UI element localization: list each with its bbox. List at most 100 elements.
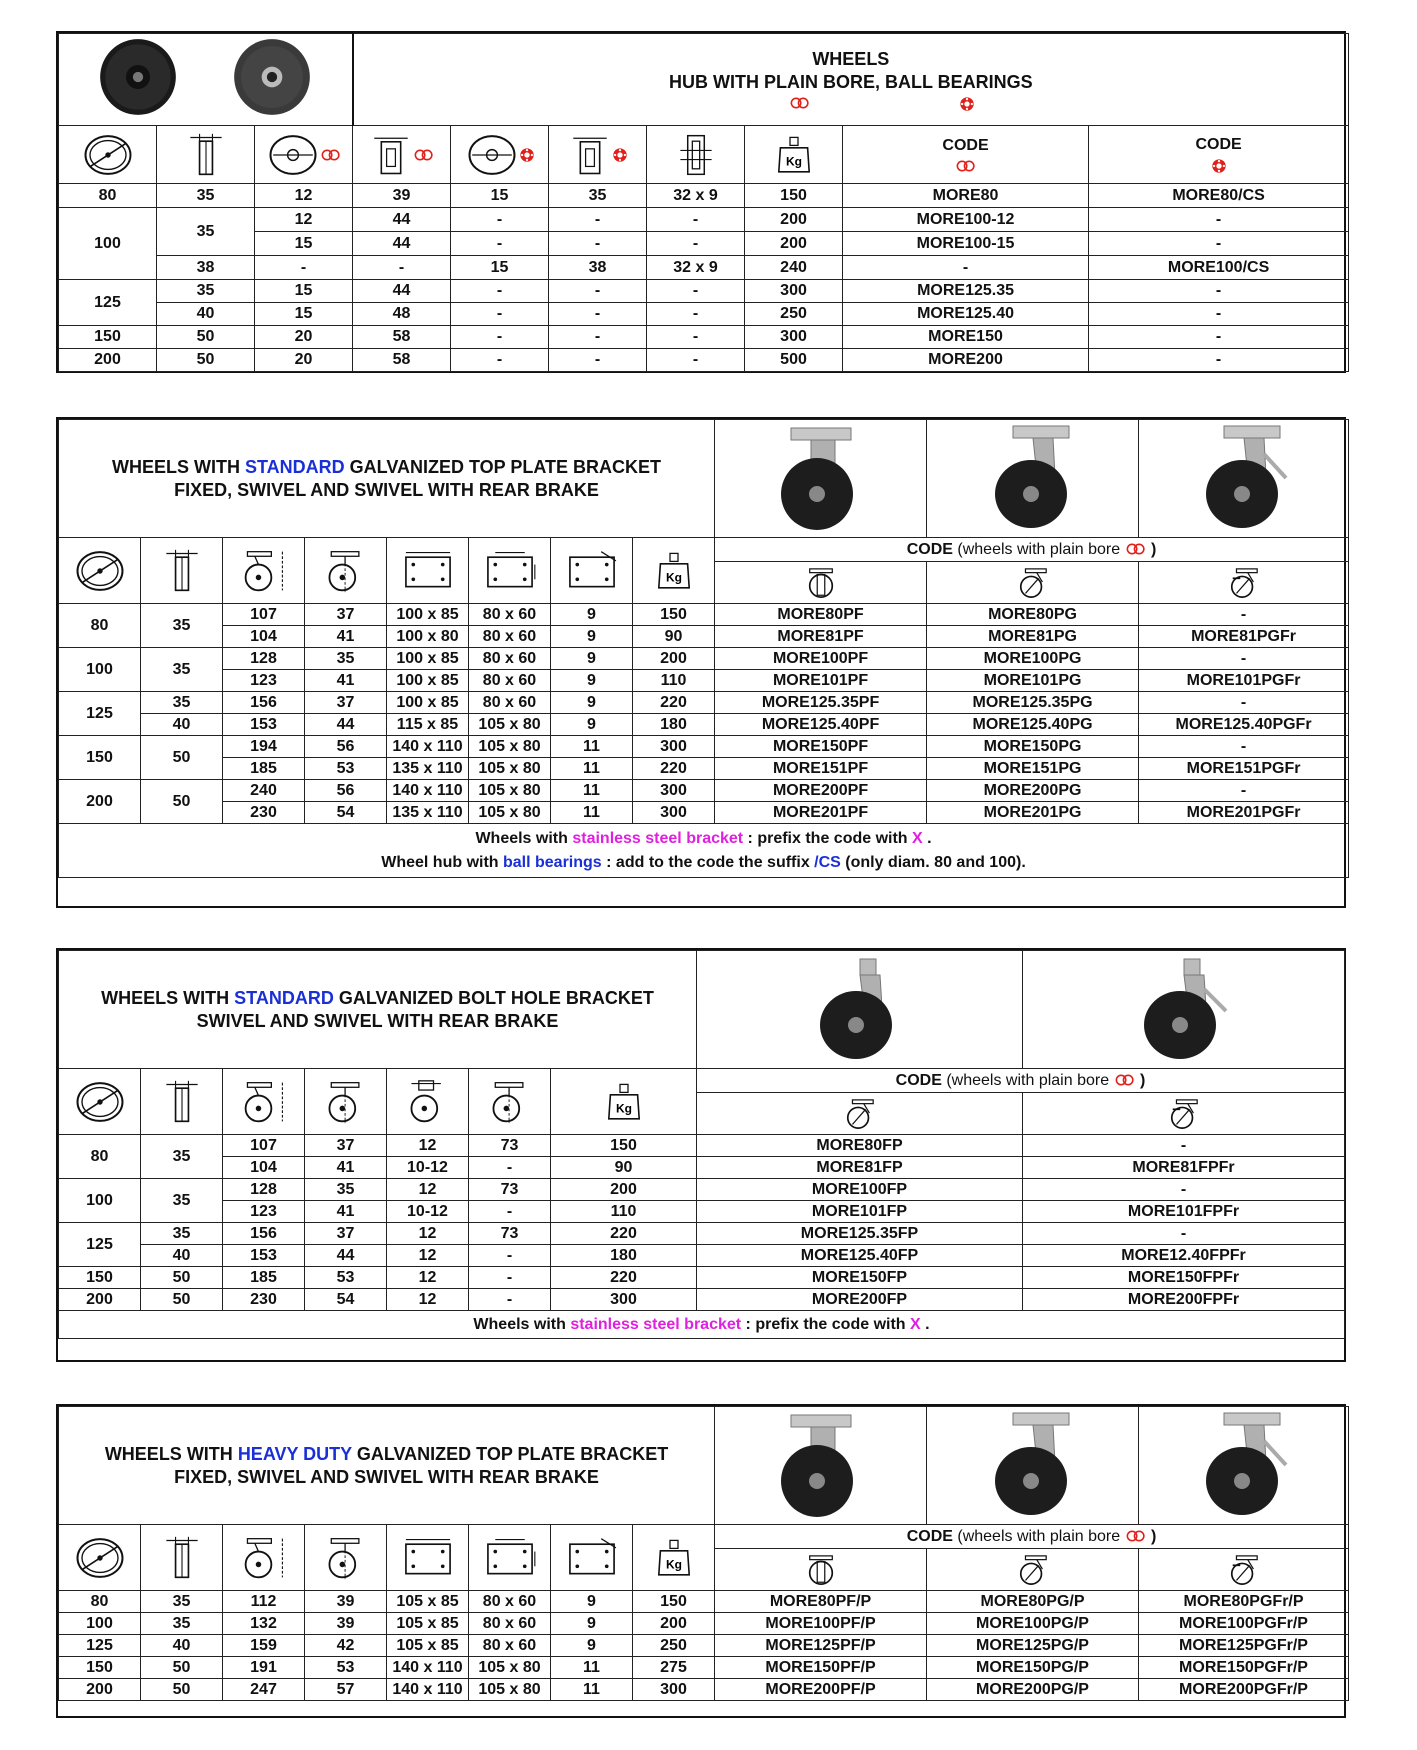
cell: 38 (548, 255, 648, 280)
cell: 125 (58, 1634, 141, 1657)
section-title: WHEELS HUB WITH PLAIN BORE, BALL BEARING… (352, 33, 1350, 126)
cell: 200 (58, 1288, 141, 1311)
cell: 80 x 60 (468, 1612, 551, 1635)
cell: 44 (304, 713, 387, 736)
hole-spacing-icon (468, 537, 551, 604)
cell: 105 x 80 (468, 801, 551, 824)
section-title: WHEELS WITH HEAVY DUTY GALVANIZED TOP PL… (57, 1406, 716, 1525)
cell: 100 x 85 (386, 691, 469, 714)
cell: 150 (550, 1134, 697, 1157)
cell: 54 (304, 801, 387, 824)
cell: 140 x 110 (386, 1656, 469, 1679)
cell: MORE81PF (714, 625, 928, 648)
cell: 10-12 (386, 1156, 469, 1179)
cell: MORE80PGFr/P (1138, 1590, 1350, 1613)
cell: 20 (253, 348, 354, 372)
cell: 125 (58, 691, 141, 736)
cell: 80 (58, 183, 157, 208)
cell: - (450, 348, 550, 372)
cell: 105 x 85 (386, 1612, 469, 1635)
cell: 90 (550, 1156, 697, 1179)
diameter-icon (58, 125, 157, 184)
cell: MORE150 (842, 325, 1090, 349)
cell: MORE150PG (926, 735, 1140, 758)
offset-icon (304, 537, 387, 604)
plate-size-icon (386, 1524, 469, 1591)
code-header: CODE (wheels with plain bore ) (696, 1068, 1345, 1093)
cell: 80 x 60 (468, 647, 551, 670)
note-highlight: /CS (814, 853, 841, 871)
cell: 58 (352, 325, 452, 349)
bolt-offset-icon (468, 1068, 551, 1135)
cell: MORE80PF/P (714, 1590, 928, 1613)
cell: MORE80PF (714, 603, 928, 626)
cell: MORE150PF/P (714, 1656, 928, 1679)
cell: MORE125.40PGFr (1138, 713, 1350, 736)
cell: - (646, 231, 746, 256)
cell: MORE81FPFr (1022, 1156, 1345, 1179)
swivel-brake-icon (1138, 561, 1350, 604)
cell: 300 (631, 1678, 716, 1701)
section-title: WHEELS WITH STANDARD GALVANIZED BOLT HOL… (58, 950, 697, 1069)
bolt-diameter-icon (386, 1068, 469, 1135)
cell: MORE150PG/P (926, 1656, 1140, 1679)
cell: 44 (304, 1244, 387, 1267)
section-title-line1: WHEELS WITH HEAVY DUTY GALVANIZED TOP PL… (60, 1443, 714, 1466)
cell: 123 (222, 669, 305, 692)
section-heavy-duty-top-plate: WHEELS WITH HEAVY DUTY GALVANIZED TOP PL… (56, 1404, 1350, 1718)
cell: 50 (140, 1288, 223, 1311)
cell: 41 (304, 1156, 387, 1179)
cell: 15 (450, 255, 550, 280)
hd-swivel-caster-photo (926, 1406, 1140, 1525)
cell: - (548, 325, 648, 349)
hole-diameter-icon (550, 1524, 633, 1591)
cell: 200 (58, 779, 141, 824)
cell: MORE12.40FPFr (1022, 1244, 1345, 1267)
cell: MORE151PG (926, 757, 1140, 780)
cell: 156 (222, 1222, 305, 1245)
cell: 50 (140, 1266, 223, 1289)
note-text: : prefix the code with (743, 829, 913, 847)
cell: - (1138, 691, 1350, 714)
cell: 300 (744, 279, 844, 303)
cell: - (1088, 348, 1350, 372)
bore-ball-icon (450, 125, 550, 184)
cell: MORE151PF (714, 757, 928, 780)
cell: 104 (222, 1156, 305, 1179)
cell: 240 (222, 779, 305, 802)
cell: MORE200FPFr (1022, 1288, 1345, 1311)
cell: 104 (222, 625, 305, 648)
code-ball-header: CODE (1088, 125, 1350, 184)
cell: 156 (222, 691, 305, 714)
code-label: CODE (895, 1071, 942, 1089)
cell: 115 x 85 (386, 713, 469, 736)
cell: MORE100PG/P (926, 1612, 1140, 1635)
cell: - (646, 207, 746, 232)
cell: - (1088, 231, 1350, 256)
kg-icon (631, 1524, 716, 1591)
cell: 37 (304, 603, 387, 626)
cell: 35 (156, 183, 255, 208)
cell: 200 (744, 207, 844, 232)
cell: 150 (631, 1590, 716, 1613)
cell: - (1138, 647, 1350, 670)
cell: MORE201PG (926, 801, 1140, 824)
cell: - (1088, 279, 1350, 303)
cell: 100 x 85 (386, 603, 469, 626)
cell: - (468, 1266, 551, 1289)
cell: - (646, 325, 746, 349)
code-note: (wheels with plain bore (941, 1071, 1114, 1089)
cell: 100 (58, 207, 157, 280)
ball-bearing-icon (1211, 158, 1227, 174)
note-highlight: ball bearings (503, 853, 602, 871)
cell: - (1022, 1134, 1345, 1157)
cell: 73 (468, 1178, 551, 1201)
cell: - (450, 207, 550, 232)
